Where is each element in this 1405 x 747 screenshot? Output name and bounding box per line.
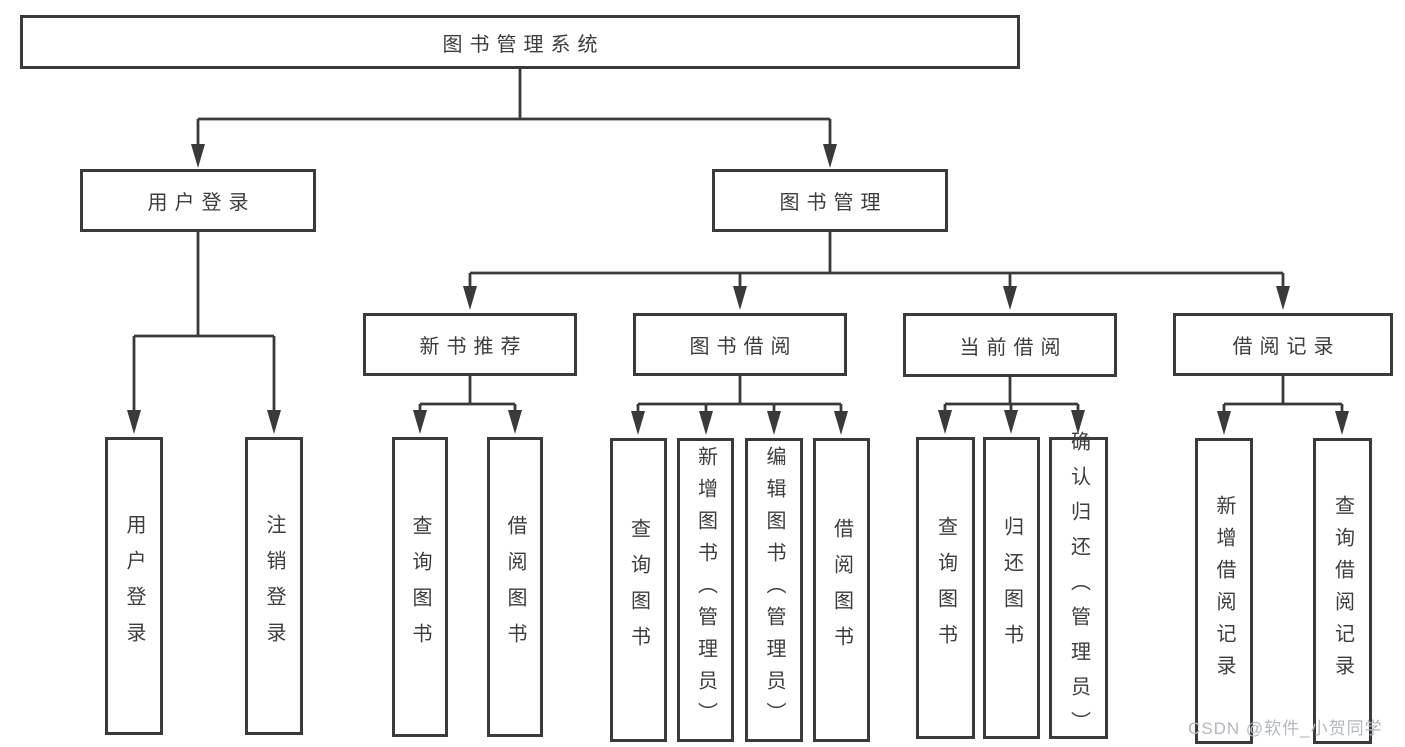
node-borrow-record: 借阅记录 [1173, 313, 1393, 376]
node-current-borrow: 当前借阅 [903, 313, 1117, 377]
arrowheads-level2 [191, 144, 837, 168]
leaf-return-book: 归还图书 [983, 437, 1040, 739]
leaf-query-book-recommend: 查询图书 [392, 437, 448, 737]
connector-borrow-record-group [1222, 376, 1344, 413]
connector-book-mgmt-to-level3 [468, 232, 1285, 289]
leaf-user-login: 用户登录 [105, 437, 163, 735]
connector-book-borrow-group [636, 376, 843, 413]
leaf-edit-book-admin: 编辑图书（管理员） [745, 438, 803, 742]
arrowheads-current-borrow-group [938, 410, 1085, 434]
leaf-query-book-borrow: 查询图书 [610, 438, 667, 742]
leaf-query-book-current: 查询图书 [916, 437, 975, 739]
node-new-book-recommend: 新书推荐 [363, 313, 577, 376]
node-book-management: 图书管理 [712, 169, 948, 232]
connector-user-login-group [132, 232, 276, 412]
arrowheads-new-book-group [413, 410, 522, 434]
leaf-borrow-book: 借阅图书 [813, 438, 870, 742]
leaf-add-borrow-record: 新增借阅记录 [1195, 438, 1253, 744]
node-user-login: 用户登录 [80, 169, 316, 232]
arrowheads-user-login-group [127, 410, 281, 434]
leaf-confirm-return-admin: 确认归还（管理员） [1049, 431, 1108, 746]
leaf-borrow-book-recommend: 借阅图书 [487, 437, 543, 737]
connector-current-borrow-group [943, 377, 1080, 412]
arrowheads-level3 [463, 286, 1290, 310]
leaf-logout: 注销登录 [245, 437, 303, 735]
connector-root-to-level2 [196, 69, 832, 146]
arrowheads-borrow-record-group [1217, 411, 1349, 435]
node-book-borrow: 图书借阅 [633, 313, 847, 376]
connector-new-book-group [418, 376, 517, 412]
leaf-add-book-admin: 新增图书（管理员） [677, 438, 734, 742]
arrowheads-book-borrow-group [631, 411, 848, 435]
csdn-watermark: CSDN @软件_小贺同学 [1188, 719, 1383, 738]
leaf-query-borrow-record: 查询借阅记录 [1313, 438, 1372, 744]
node-root-system: 图书管理系统 [20, 15, 1020, 69]
